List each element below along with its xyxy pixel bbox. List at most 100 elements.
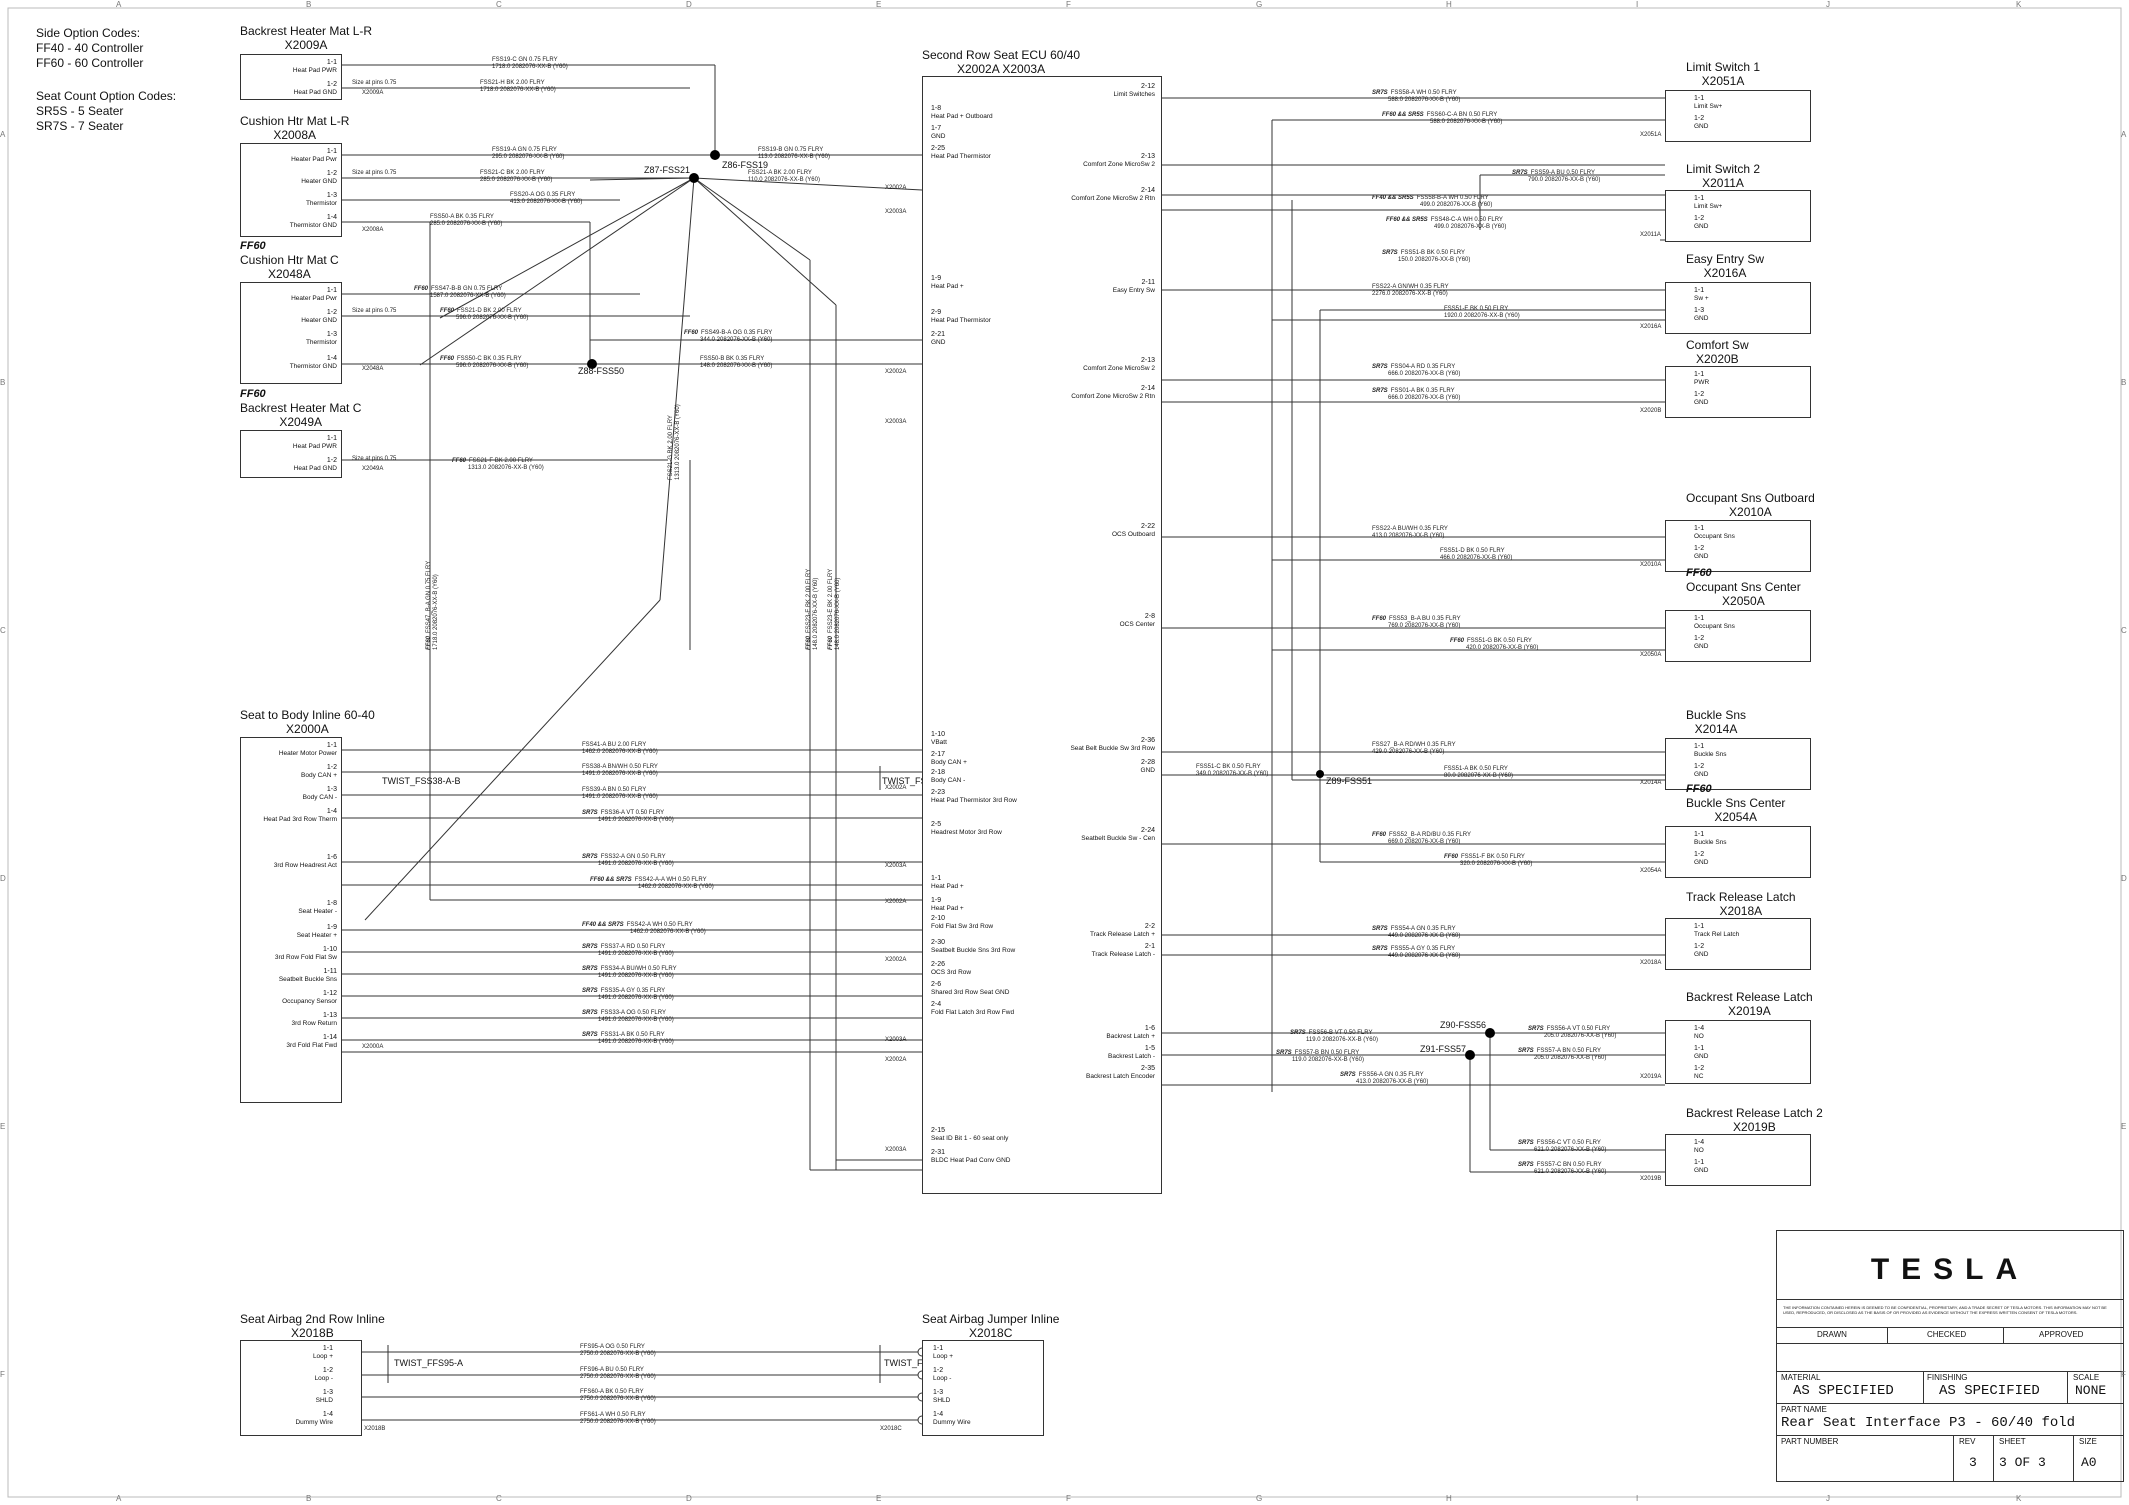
wire-id: FSS56-C VT 0.50 FLRY (1536, 1140, 1601, 1146)
twist-label: TWIST_FFS95-A (394, 1358, 464, 1368)
connector-tag: X2009A (362, 90, 384, 96)
pin-number: 2-12 (1140, 83, 1155, 90)
option-label: FF60 (240, 388, 266, 400)
pin-label: Fold Flat Sw 3rd Row (931, 923, 994, 930)
pin-number: 2-26 (931, 961, 946, 968)
wire-option: SR7S (1290, 1030, 1306, 1036)
connector-tag: X2008A (362, 227, 384, 233)
pin-number: 1-8 (931, 105, 942, 112)
pin-label: Backrest Latch + (1106, 1033, 1155, 1040)
wire-id: FSS22-A GN/WH 0.35 FLRY (1372, 284, 1449, 290)
connector-code: X2051A (1701, 74, 1745, 88)
splice-z88: Z88-FSS50 (578, 366, 625, 376)
pin-number: 1-5 (1144, 1045, 1155, 1052)
wire-id: FSS54-A GN 0.35 FLRY (1390, 926, 1456, 932)
wire-length: 596.0 2082076-XX-B (Y60) (456, 315, 529, 321)
wire-id: FSS59-A BU 0.50 FLRY (1530, 170, 1595, 176)
wire-option: FF60 (684, 330, 699, 336)
wire-option: SR7S (582, 988, 598, 994)
wire-length: 2276.0 2082076-XX-B (Y60) (1372, 291, 1448, 297)
option-label: FF60 (1686, 783, 1712, 795)
grid-column-label: I (1636, 0, 1639, 9)
connector-tag: X2003A (885, 863, 907, 869)
wire-option: SR7S (582, 944, 598, 950)
grid-column-label: E (876, 0, 882, 9)
connector-tag: X2014A (1640, 780, 1662, 786)
wire-length: 413.0 2082076-XX-B (Y60) (1356, 1079, 1429, 1085)
pin-label: Track Release Latch - (1091, 951, 1155, 958)
wire-id: FSS21-C BK 2.00 FLRY (480, 170, 545, 176)
wire-length: 669.0 2082076-XX-B (Y60) (1388, 839, 1461, 845)
pin-label: Heat Pad Thermistor (931, 153, 991, 160)
pin-label: Fold Flat Latch 3rd Row Fwd (931, 1009, 1015, 1016)
pin-number: 2-36 (1140, 737, 1155, 744)
grid-column-label: G (1256, 1494, 1263, 1503)
grid-row-label: C (0, 626, 6, 635)
wire-length: 1491.0 2082076-XX-B (Y60) (598, 861, 674, 867)
pin-label: Heat Pad Thermistor 3rd Row (931, 797, 1017, 804)
wire-id: FFS61-A WH 0.50 FLRY (580, 1412, 646, 1418)
wire-length: 295.0 2082076-XX-B (Y60) (492, 154, 565, 160)
pin-number: 1-1 (1694, 95, 1705, 102)
pin-label: Comfort Zone MicroSw 2 Rtn (1071, 195, 1155, 202)
wire-length: 499.0 2082076-XX-B (Y60) (1434, 224, 1507, 230)
wire-id: FSS48-C-A WH 0.50 FLRY (1430, 217, 1503, 223)
size-note: Size at pins 0.75 (352, 456, 397, 462)
wire-option: SR7S (582, 854, 598, 860)
connector-tag: X2048A (362, 366, 384, 372)
rev-value: 3 (1969, 1455, 1977, 1470)
wire-id: FSS01-A BK 0.35 FLRY (1390, 388, 1455, 394)
wire-option: FF60 (414, 286, 429, 292)
splice-z91: Z91-FSS57 (1420, 1044, 1467, 1054)
pin-label: PWR (1694, 379, 1710, 386)
wire-length: 113.0 2082076-XX-B (Y60) (758, 154, 830, 160)
grid-column-label: I (1636, 1494, 1639, 1503)
connector-tag: X2019B (1640, 1176, 1662, 1182)
connector-code: X2019B (1733, 1120, 1776, 1134)
